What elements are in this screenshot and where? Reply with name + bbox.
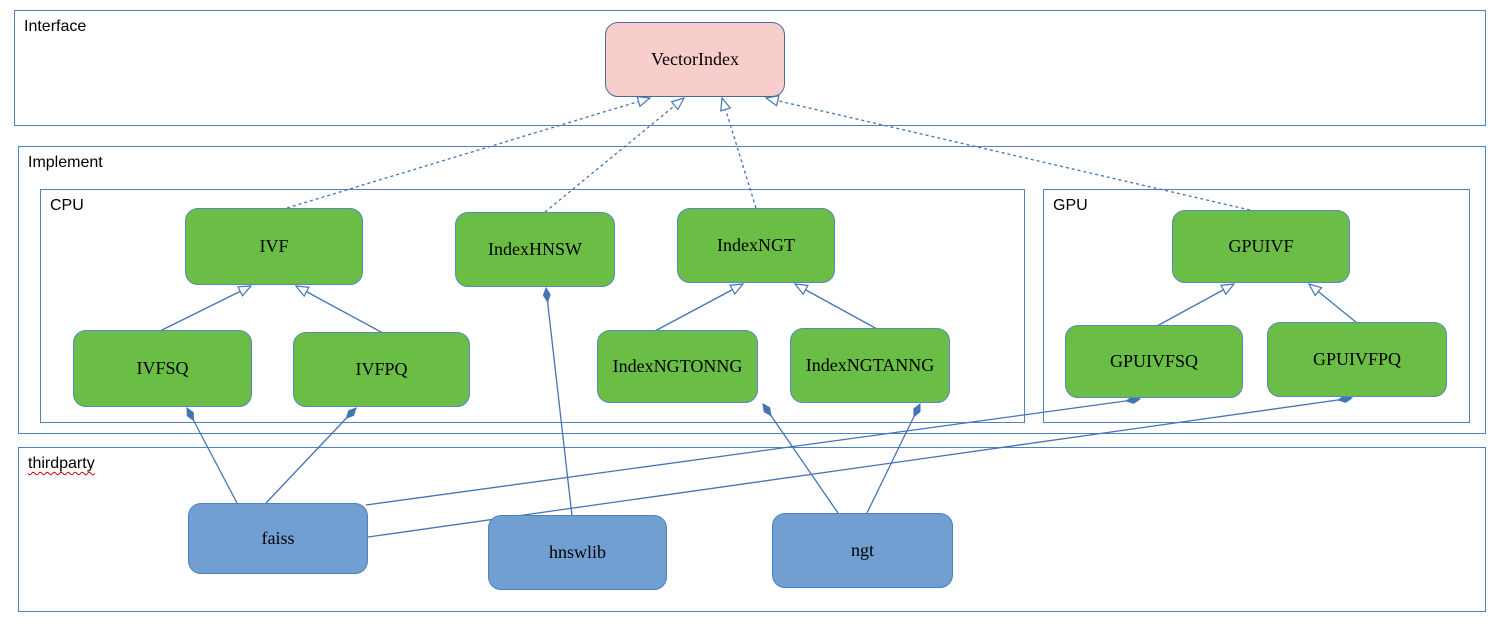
container-thirdparty-label: thirdparty bbox=[28, 455, 95, 472]
node-IVF: IVF bbox=[185, 208, 363, 285]
node-hnswlib: hnswlib bbox=[488, 515, 667, 590]
node-faiss: faiss bbox=[188, 503, 368, 574]
node-IndexNGT: IndexNGT bbox=[677, 208, 835, 283]
node-GPUIVFPQ: GPUIVFPQ bbox=[1267, 322, 1447, 397]
node-IndexNGTONNG: IndexNGTONNG bbox=[597, 330, 758, 403]
node-GPUIVFSQ: GPUIVFSQ bbox=[1065, 325, 1243, 398]
container-gpu-label: GPU bbox=[1053, 197, 1088, 214]
node-IVFPQ: IVFPQ bbox=[293, 332, 470, 407]
node-VectorIndex: VectorIndex bbox=[605, 22, 785, 97]
container-implement-label: Implement bbox=[28, 154, 103, 171]
node-GPUIVF: GPUIVF bbox=[1172, 210, 1350, 283]
node-IndexNGTANNG: IndexNGTANNG bbox=[790, 328, 950, 403]
container-interface-label: Interface bbox=[24, 18, 87, 35]
node-ngt: ngt bbox=[772, 513, 953, 588]
container-cpu-label: CPU bbox=[50, 197, 84, 214]
node-IndexHNSW: IndexHNSW bbox=[455, 212, 615, 287]
node-IVFSQ: IVFSQ bbox=[73, 330, 252, 407]
